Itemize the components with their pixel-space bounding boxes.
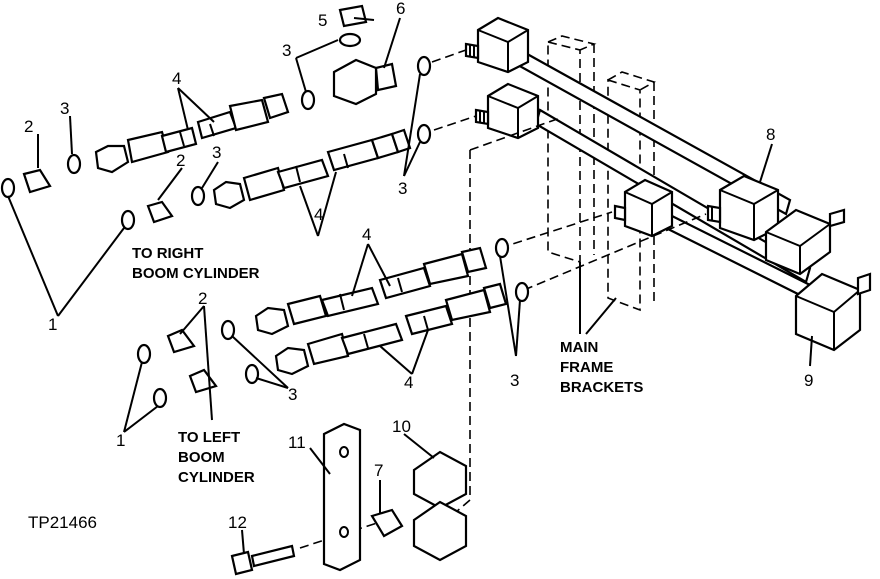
callout-7: 7 — [374, 461, 383, 480]
callout-6: 6 — [396, 0, 405, 18]
callout-3: 3 — [60, 99, 69, 118]
svg-text:TO RIGHT: TO RIGHT — [132, 245, 203, 262]
block-9 — [794, 272, 872, 352]
callout-3: 3 — [282, 41, 291, 60]
plate-11 — [322, 422, 362, 572]
svg-text:TO LEFT: TO LEFT — [178, 429, 240, 446]
block-upper-left — [464, 16, 530, 74]
callout-3: 3 — [398, 179, 407, 198]
callout-numbers: 1 1 2 2 2 3 3 3 3 3 3 4 4 4 4 5 6 7 8 9 … — [24, 0, 813, 532]
label-to-right-boom-cylinder: TO RIGHT BOOM CYLINDER — [132, 245, 260, 282]
callout-12: 12 — [228, 513, 247, 532]
callout-4: 4 — [362, 225, 371, 244]
leader-lines — [7, 17, 813, 555]
spacer-7 — [370, 508, 404, 538]
callout-3: 3 — [510, 371, 519, 390]
hose-lower-1 — [254, 246, 488, 336]
hose-upper-2 — [212, 128, 412, 210]
svg-text:BOOM: BOOM — [178, 449, 225, 466]
callout-3: 3 — [288, 385, 297, 404]
callout-5: 5 — [318, 11, 327, 30]
tee-6 — [332, 58, 398, 106]
callout-8: 8 — [766, 125, 775, 144]
callout-3: 3 — [212, 143, 221, 162]
block-8-lower — [764, 208, 846, 276]
callout-10: 10 — [392, 417, 411, 436]
svg-text:BOOM CYLINDER: BOOM CYLINDER — [132, 265, 260, 282]
clamp-10 — [412, 450, 468, 562]
callout-1: 1 — [116, 431, 125, 450]
cap-5 — [338, 4, 368, 28]
hose-upper-1 — [94, 92, 290, 174]
bolt-12 — [230, 544, 296, 576]
block-middle — [613, 178, 674, 238]
label-to-left-boom-cylinder: TO LEFT BOOM CYLINDER — [178, 429, 255, 486]
svg-text:BRACKETS: BRACKETS — [560, 379, 643, 396]
callout-2: 2 — [176, 151, 185, 170]
svg-text:CYLINDER: CYLINDER — [178, 469, 255, 486]
o-rings — [0, 32, 530, 409]
manifold-assembly — [464, 16, 872, 352]
figure-id: TP21466 — [28, 513, 97, 532]
callout-4: 4 — [172, 69, 181, 88]
callout-2: 2 — [198, 289, 207, 308]
hose-lower-2 — [274, 282, 508, 376]
callout-9: 9 — [804, 371, 813, 390]
callout-2: 2 — [24, 117, 33, 136]
callout-1: 1 — [48, 315, 57, 334]
callout-11: 11 — [288, 433, 306, 452]
callout-4: 4 — [404, 373, 413, 392]
label-main-frame-brackets: MAIN FRAME BRACKETS — [560, 339, 643, 396]
callout-4: 4 — [314, 205, 323, 224]
svg-text:FRAME: FRAME — [560, 359, 613, 376]
svg-text:MAIN: MAIN — [560, 339, 598, 356]
